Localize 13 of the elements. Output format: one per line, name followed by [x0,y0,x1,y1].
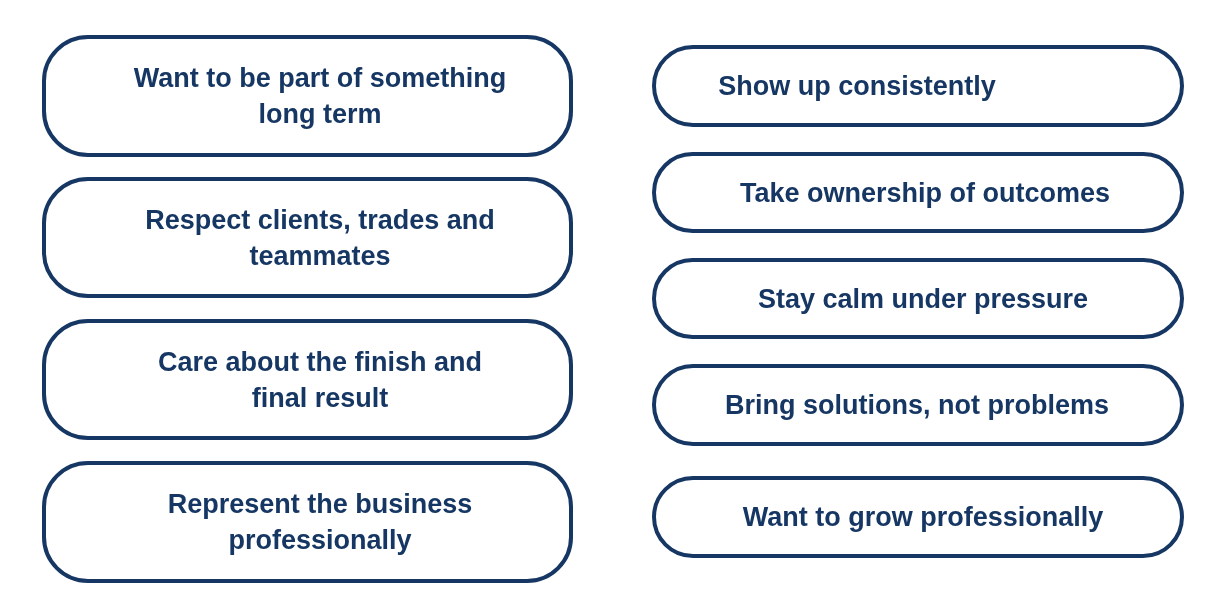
rounded-box [42,35,573,157]
statement-text: Stay calm under pressure [757,282,1089,316]
statement-text: Represent the business professionally [166,488,474,557]
statement-text: Respect clients, trades and teammates [144,203,496,273]
statement-text: Want to be part of something long term [132,62,508,131]
rounded-box [42,177,573,298]
statement-text: Show up consistently [718,70,996,103]
statement-text: Take ownership of outcomes [739,176,1111,210]
rounded-box [42,319,573,440]
statement-text: Bring solutions, not problems [725,389,1109,422]
rounded-box [42,461,573,583]
statement-text: Want to grow professionally [742,501,1104,534]
statement-text: Care about the finish and final result [157,345,483,415]
